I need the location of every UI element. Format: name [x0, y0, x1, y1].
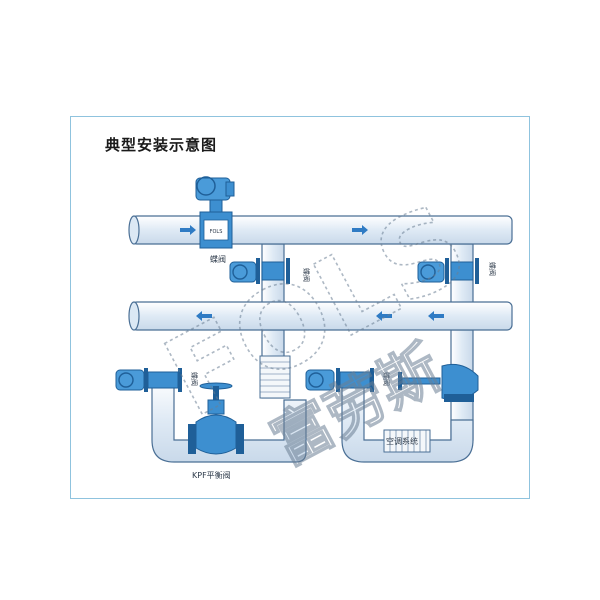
right-loop-outer: [341, 380, 474, 463]
butterfly-valve-actuated: FOLS: [195, 176, 235, 249]
flow-arrow-1: [180, 225, 196, 235]
ac-unit-bottom: [383, 429, 431, 453]
flow-arrow-5: [428, 311, 444, 321]
kpf-balance-valve: [188, 382, 244, 455]
butterfly-valve-label-3: 蝶阀: [488, 262, 497, 276]
supply-pipe-end: [128, 215, 140, 245]
flow-arrow-4: [376, 311, 392, 321]
butterfly-valve-label-4: 蝶阀: [190, 372, 199, 386]
flow-arrows: [180, 225, 444, 321]
butterfly-valve-label-1: 蝶阀: [210, 254, 226, 264]
flow-arrow-2: [352, 225, 368, 235]
butterfly-valve-top-left: [229, 258, 290, 284]
ac-unit-label-bottom: 空调系统: [386, 436, 418, 446]
butterfly-valve-label-5: 蝶阀: [382, 372, 391, 386]
ac-unit-left: [259, 355, 291, 399]
return-pipe-end: [128, 301, 140, 331]
valve-brand-tag: FOLS: [210, 229, 223, 235]
butterfly-valve-lower-left: [115, 368, 182, 392]
butterfly-valve-top-right: [417, 258, 479, 284]
diagram-title: 典型安装示意图: [105, 136, 218, 154]
kpf-valve-label: KPF平衡阀: [192, 470, 231, 480]
flow-arrow-3: [196, 311, 212, 321]
butterfly-valve-label-2: 蝶阀: [302, 268, 311, 282]
horizontal-balance-valve: [398, 363, 479, 402]
butterfly-valve-lower-right: [305, 368, 374, 392]
